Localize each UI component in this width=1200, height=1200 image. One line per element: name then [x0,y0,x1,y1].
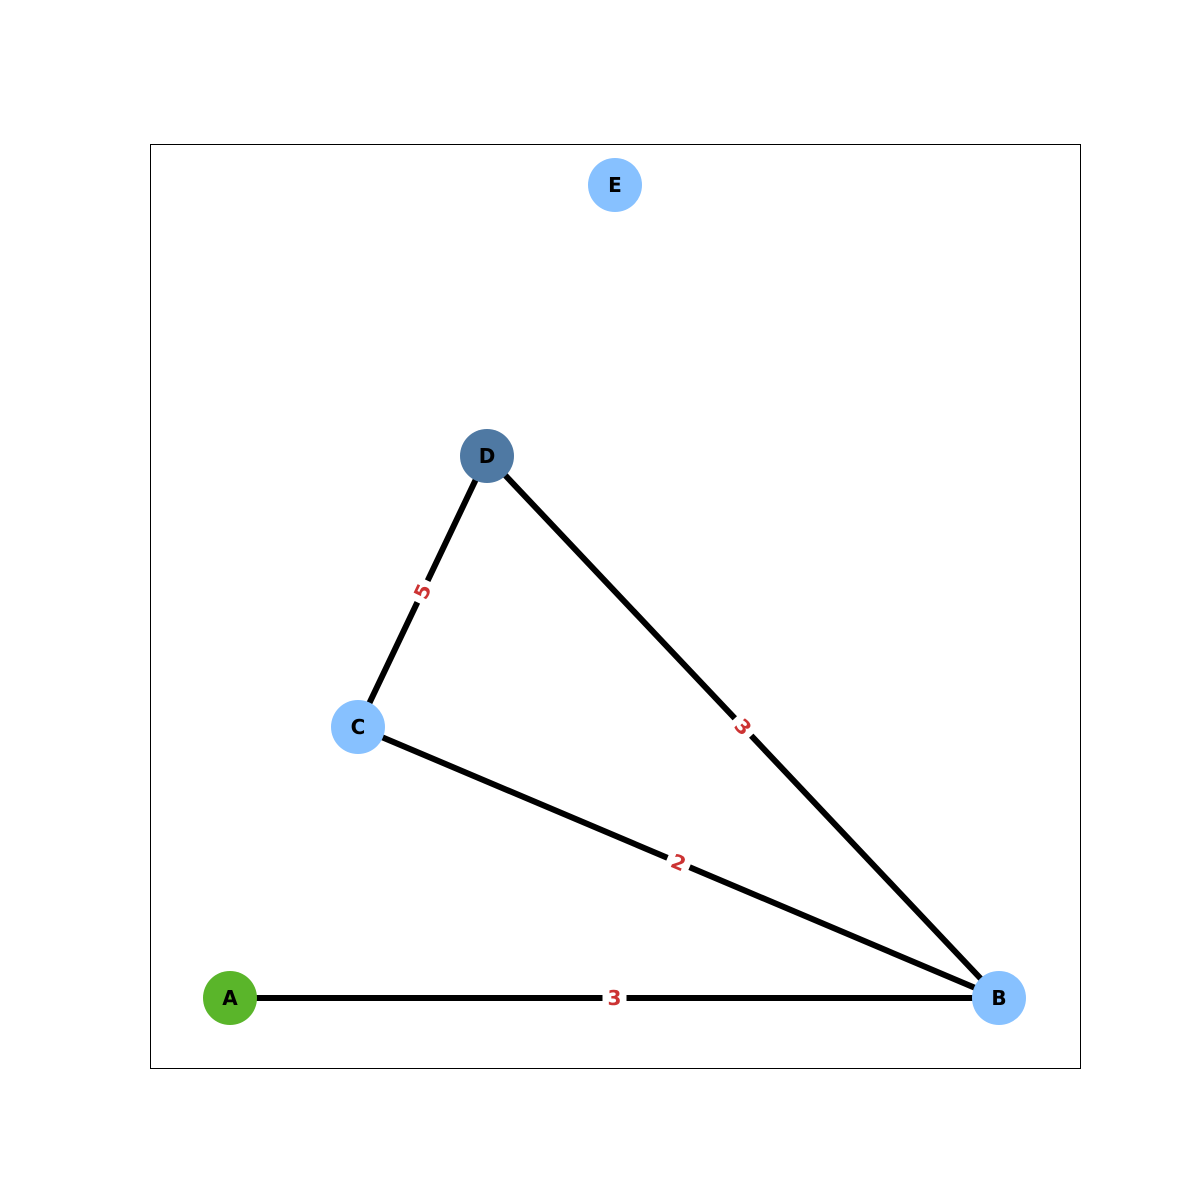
edge-weight-label: 2 [662,845,695,880]
node-label-d: D [479,444,496,468]
node-label-a: A [222,986,238,1010]
edge-weight-labels-layer: 3 2 3 5 [405,575,761,1011]
nodes-layer: A B C D E [203,158,1026,1025]
node-b [972,971,1026,1025]
node-e [588,158,642,212]
edge-weight-label-background [662,845,695,880]
edge-weight-label-background [405,575,440,608]
node-label-b: B [991,986,1006,1010]
edge-weight-text: 3 [608,986,622,1010]
node-d [460,429,514,483]
node-label-c: C [351,715,366,739]
edge-weight-label: 3 [602,985,627,1011]
plot-frame [150,144,1081,1069]
node-label-e: E [608,173,622,197]
node-c [331,700,385,754]
node-a [203,971,257,1025]
edge-weight-label: 3 [725,709,761,745]
edge-weight-label-background [602,985,627,1011]
edge-weight-label-background [725,709,761,745]
edge-weight-label: 5 [405,575,440,608]
